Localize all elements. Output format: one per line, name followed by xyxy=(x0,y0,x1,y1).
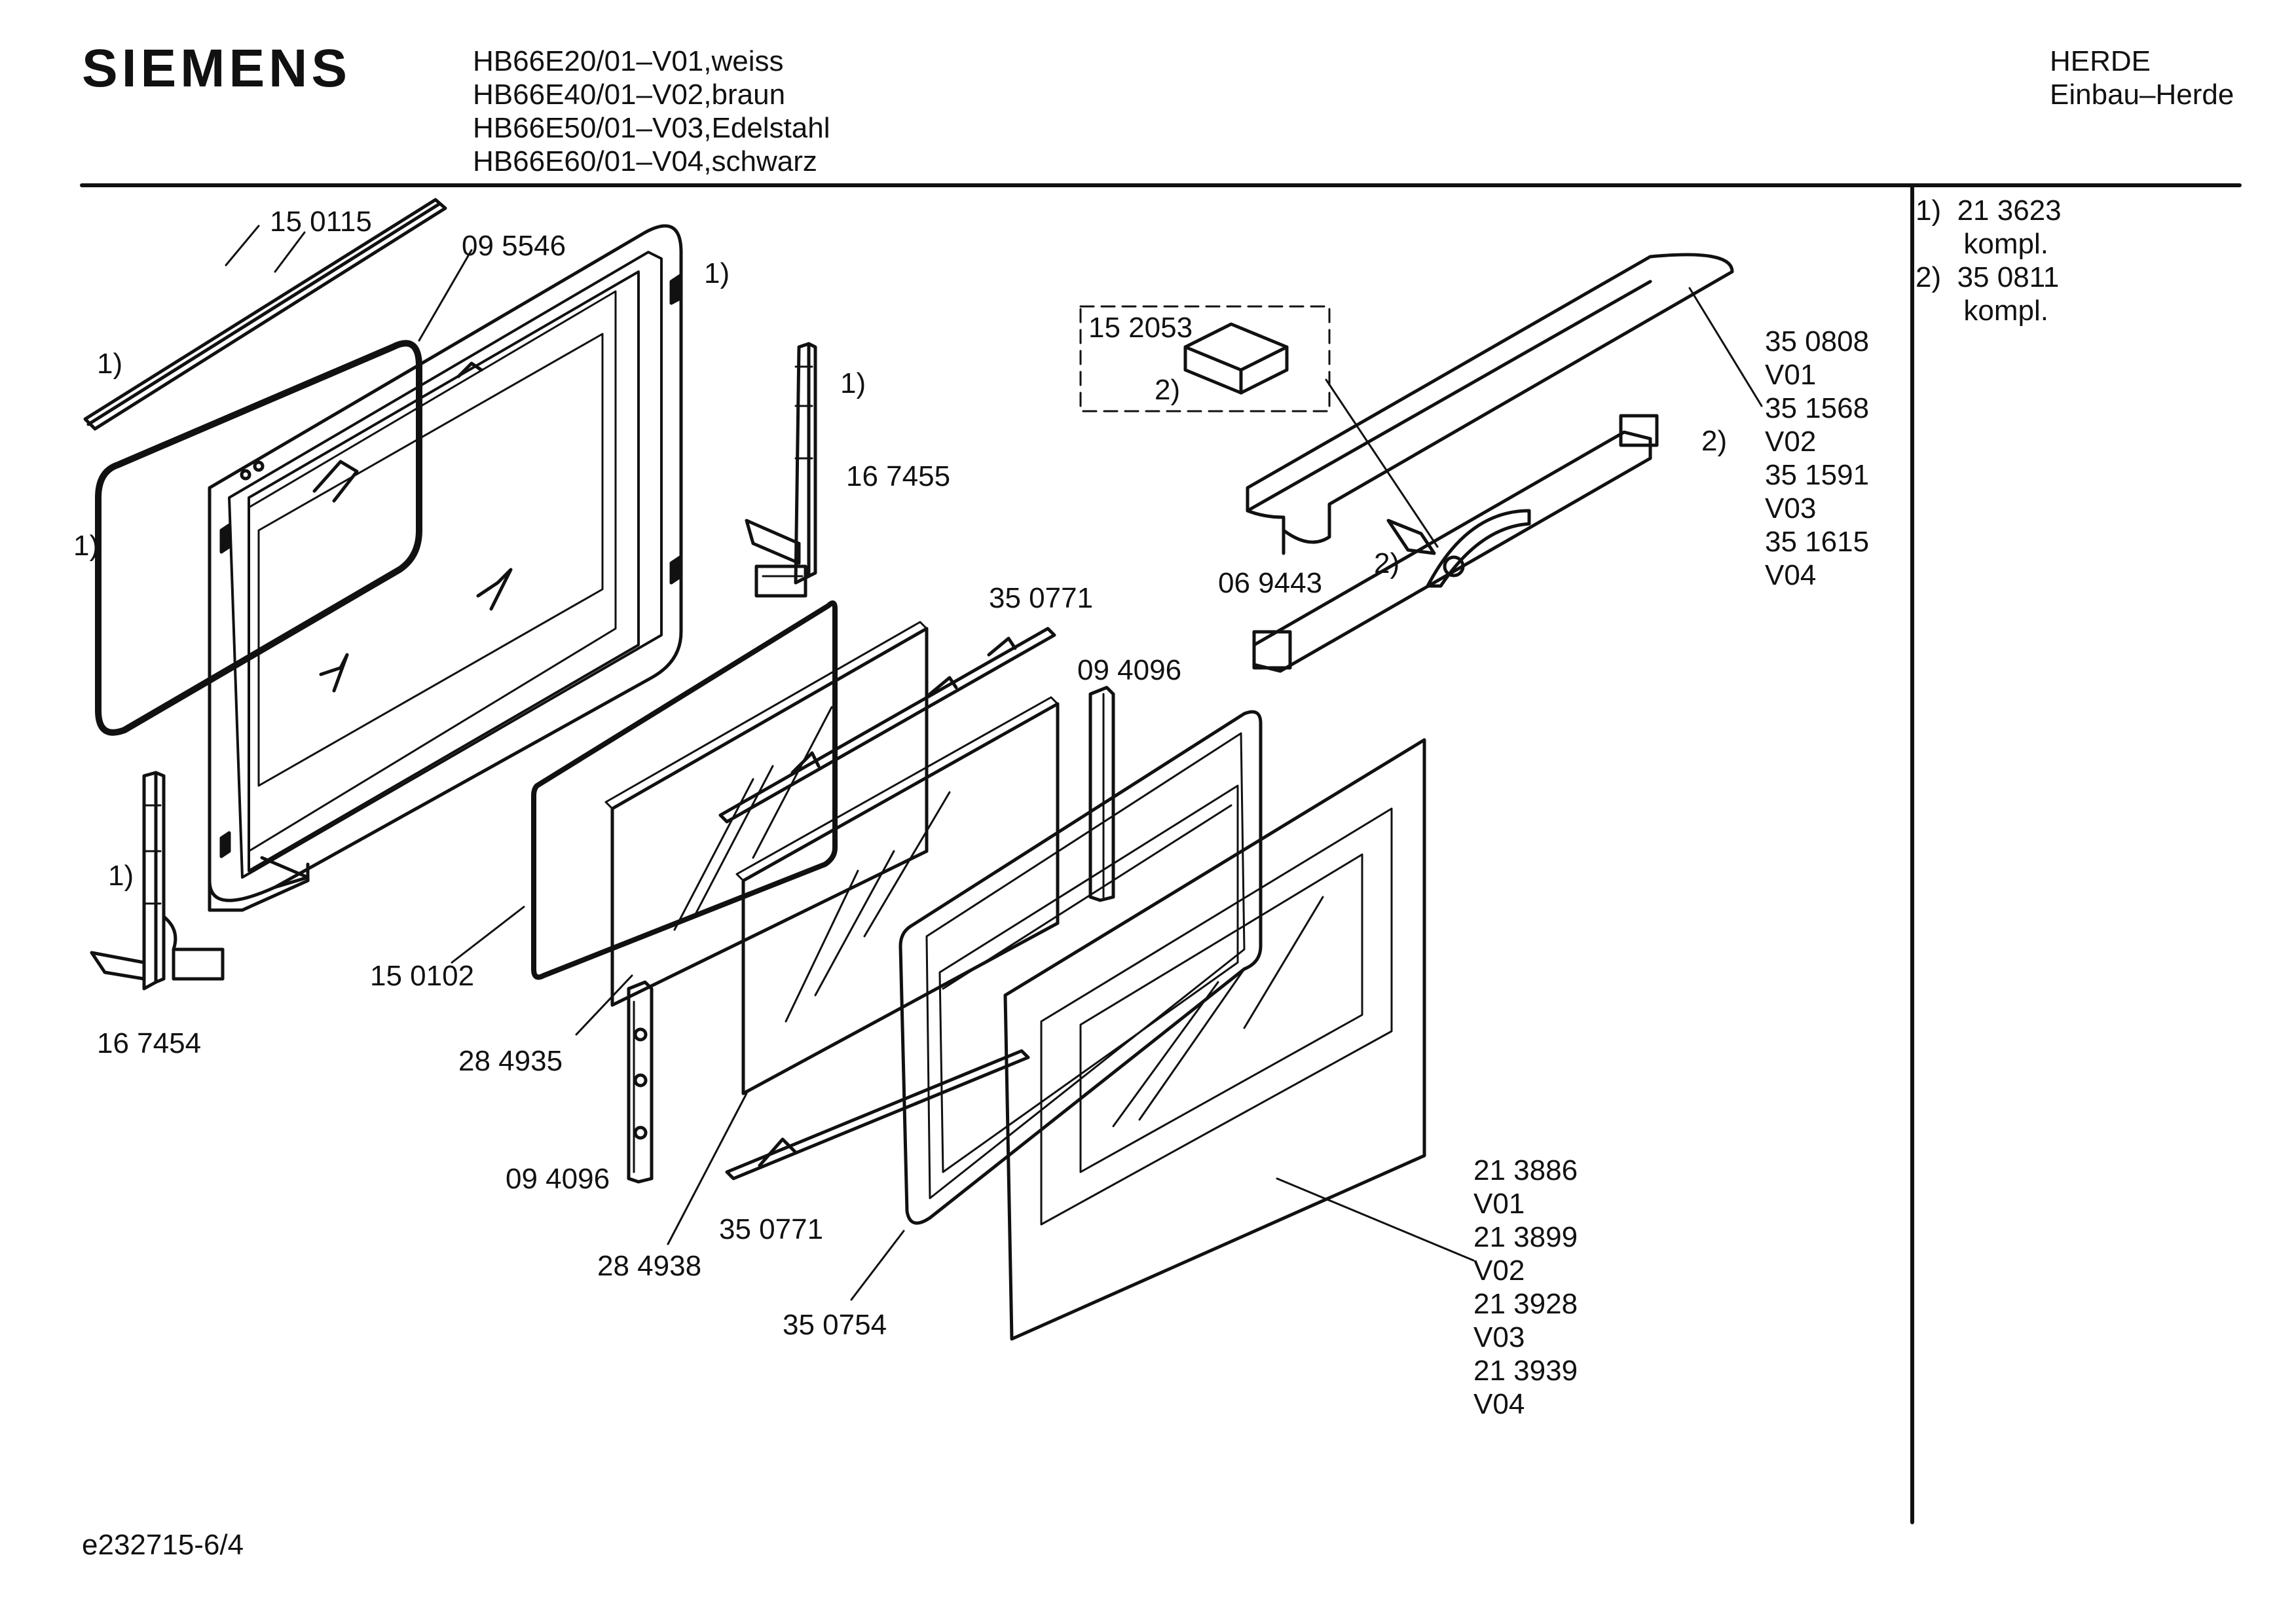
hinge-right-part xyxy=(745,342,817,598)
model-line: HB66E20/01–V01,weiss xyxy=(473,45,784,77)
ref-label: 1) xyxy=(108,860,134,892)
variant-line: 21 3928 xyxy=(1473,1288,1578,1320)
footnote-line: kompl. xyxy=(1916,295,2048,327)
variant-line: 35 1568 xyxy=(1765,392,1870,424)
handle-variant-list: 35 0808 V01 35 1568 V02 35 1591 V03 35 1… xyxy=(1765,325,1869,592)
clip-right-part xyxy=(1088,686,1115,902)
ref-label: 1) xyxy=(704,257,730,289)
variant-line: V02 xyxy=(1473,1255,1525,1287)
variant-line: V01 xyxy=(1473,1188,1525,1220)
ref-label: 2) xyxy=(1155,374,1181,406)
ref-label: 2) xyxy=(1701,425,1728,457)
part-label-150115: 15 0115 xyxy=(270,206,372,238)
part-label-284935: 28 4935 xyxy=(458,1045,563,1077)
part-label-167455: 16 7455 xyxy=(846,460,951,492)
category-line: Einbau–Herde xyxy=(2050,79,2234,111)
variant-line: V02 xyxy=(1765,426,1817,458)
door-handle-part xyxy=(1246,253,1763,555)
model-list: HB66E20/01–V01,weiss HB66E40/01–V02,brau… xyxy=(473,45,830,178)
clip-left-part xyxy=(627,980,654,1184)
variant-line: V04 xyxy=(1765,559,1817,591)
variant-line: V03 xyxy=(1473,1321,1525,1353)
model-line: HB66E40/01–V02,braun xyxy=(473,79,786,111)
part-label-350771: 35 0771 xyxy=(719,1213,824,1245)
brand-logo: SIEMENS xyxy=(82,39,352,98)
variant-line: 35 1591 xyxy=(1765,459,1870,491)
variant-line: V01 xyxy=(1765,359,1817,391)
glass-rail-lower-part xyxy=(725,1049,1030,1181)
variant-line: V03 xyxy=(1765,492,1817,524)
hinge-left-part xyxy=(90,771,225,991)
variant-line: 21 3899 xyxy=(1473,1221,1578,1253)
document-id: e232715-6/4 xyxy=(82,1529,244,1561)
part-label-152053: 15 2053 xyxy=(1088,312,1193,344)
handle-base-part xyxy=(1252,414,1659,673)
glass-variant-list: 21 3886 V01 21 3899 V02 21 3928 V03 21 3… xyxy=(1473,1154,1578,1421)
footnote-line: kompl. xyxy=(1916,228,2048,260)
variant-line: 21 3886 xyxy=(1473,1154,1578,1186)
part-label-350754: 35 0754 xyxy=(783,1309,887,1341)
variant-line: V04 xyxy=(1473,1388,1525,1420)
part-label-350771: 35 0771 xyxy=(989,582,1094,614)
variant-line: 35 1615 xyxy=(1765,526,1870,558)
top-strip-part xyxy=(83,198,447,431)
part-label-095546: 09 5546 xyxy=(462,230,566,262)
category-line: HERDE xyxy=(2050,45,2151,77)
variant-line: 21 3939 xyxy=(1473,1355,1578,1387)
glass-pane-2-part xyxy=(667,696,1060,1245)
glass-pane-1-part xyxy=(575,621,929,1036)
part-label-094096: 09 4096 xyxy=(1077,654,1182,686)
footnotes: 1) 21 3623 kompl. 2) 35 0811 kompl. xyxy=(1916,194,2062,327)
footnote-line: 1) 21 3623 xyxy=(1916,194,2062,227)
footnote-line: 2) 35 0811 xyxy=(1916,261,2060,293)
part-label-094096: 09 4096 xyxy=(506,1163,610,1195)
ref-label: 1) xyxy=(97,348,123,380)
part-label-167454: 16 7454 xyxy=(97,1027,202,1059)
part-label-284938: 28 4938 xyxy=(597,1250,702,1282)
front-glass-part xyxy=(1003,738,1475,1341)
category-block: HERDE Einbau–Herde xyxy=(2050,45,2234,111)
glass-rail-upper-part xyxy=(718,627,1056,824)
glass-seal-part xyxy=(451,600,838,980)
ref-label: 2) xyxy=(1374,547,1400,579)
ref-label: 1) xyxy=(73,530,100,562)
variant-line: 35 0808 xyxy=(1765,325,1870,357)
model-line: HB66E50/01–V03,Edelstahl xyxy=(473,112,830,144)
part-label-150102: 15 0102 xyxy=(370,960,475,992)
model-line: HB66E60/01–V04,schwarz xyxy=(473,145,817,177)
magnet-box-part xyxy=(1079,305,1439,548)
ref-label: 1) xyxy=(840,367,866,399)
part-label-069443: 06 9443 xyxy=(1218,567,1323,599)
door-seal-part xyxy=(95,249,473,736)
door-inner-frame-part xyxy=(208,224,683,912)
